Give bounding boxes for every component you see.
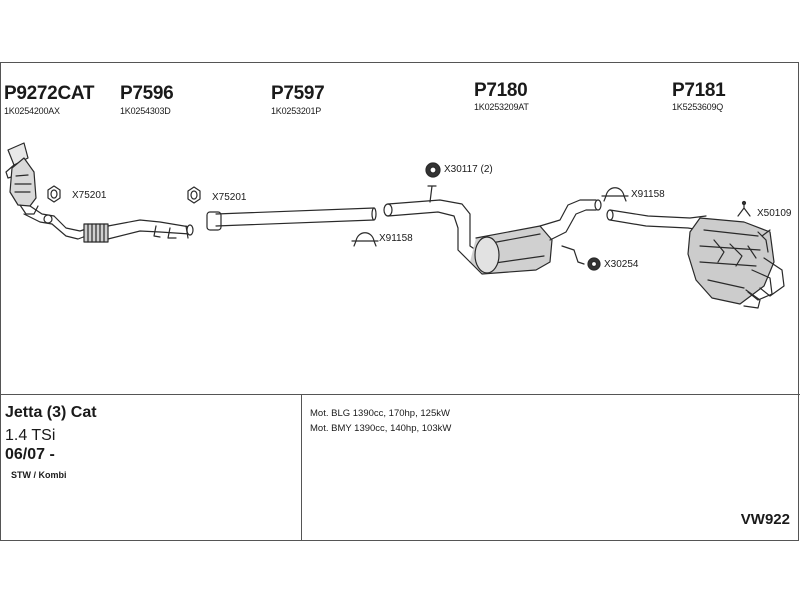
oe-number-catalyst: 1K0254200AX (4, 106, 60, 116)
motor-spec: Mot. BMY 1390cc, 140hp, 103kW (310, 423, 452, 434)
divider-vertical (301, 394, 302, 541)
accessory-label[interactable]: X91158 (379, 233, 413, 244)
engine-type: 1.4 TSi (5, 427, 56, 444)
accessory-label[interactable]: X50109 (757, 208, 792, 219)
intermediate-pipe-part[interactable] (206, 207, 377, 231)
diagram-frame (0, 62, 799, 541)
part-number-catalyst[interactable]: P9272CAT (4, 83, 95, 104)
accessory-label[interactable]: X30117 (2) (444, 164, 493, 175)
front-pipe-part[interactable] (83, 219, 194, 243)
system-code: VW922 (740, 511, 790, 528)
accessory-label[interactable]: X75201 (212, 192, 247, 203)
oe-number-rear-silencer: 1K5253609Q (672, 102, 724, 112)
clamp-icon[interactable] (351, 232, 379, 247)
rubber-mount-icon[interactable] (587, 257, 601, 271)
part-number-rear-silencer[interactable]: P7181 (672, 80, 726, 101)
hanger-icon[interactable] (737, 200, 751, 217)
oe-number-front-pipe: 1K0254303D (120, 106, 171, 116)
gasket-icon[interactable] (187, 186, 201, 204)
part-number-intermediate-pipe[interactable]: P7597 (271, 83, 325, 104)
body-type: STW / Kombi (11, 470, 67, 480)
vehicle-model: Jetta (3) Cat (5, 404, 97, 421)
accessory-label[interactable]: X91158 (631, 189, 665, 200)
oe-number-intermediate-pipe: 1K0253201P (271, 106, 322, 116)
accessory-label[interactable]: X75201 (72, 190, 107, 201)
oe-number-middle-silencer: 1K0253209AT (474, 102, 529, 112)
accessory-label[interactable]: X30254 (604, 259, 639, 270)
catalyst-part[interactable] (5, 142, 87, 240)
part-number-front-pipe[interactable]: P7596 (120, 83, 174, 104)
part-number-middle-silencer[interactable]: P7180 (474, 80, 528, 101)
middle-silencer-part[interactable] (383, 185, 602, 275)
rear-silencer-part[interactable] (606, 209, 785, 309)
model-year: 06/07 - (5, 446, 55, 463)
rubber-mount-icon[interactable] (425, 162, 441, 178)
gasket-icon[interactable] (47, 185, 61, 203)
clamp-icon[interactable] (601, 187, 629, 202)
divider-horizontal (0, 394, 800, 395)
motor-spec: Mot. BLG 1390cc, 170hp, 125kW (310, 408, 450, 419)
exhaust-system-diagram (5, 142, 785, 309)
